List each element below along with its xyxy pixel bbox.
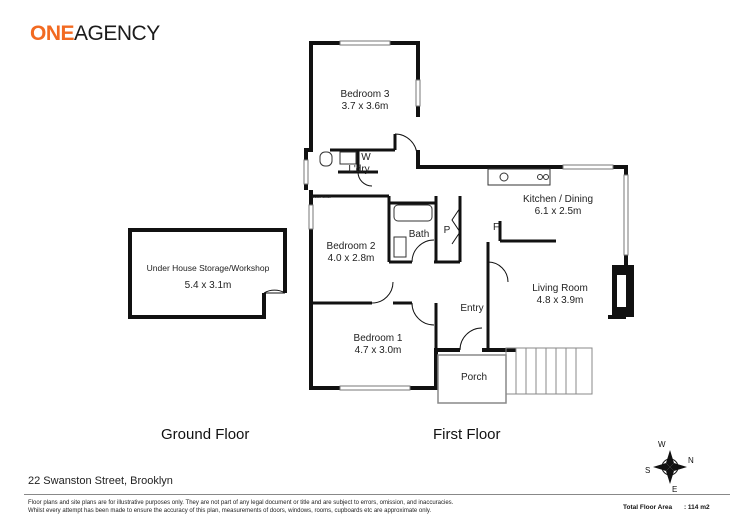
bedroom2-label: Bedroom 2 4.0 x 2.8m [316,241,386,265]
ground-floor-label: Ground Floor [161,426,250,443]
logo-one: ONE [30,22,75,45]
bedroom2-dims: 4.0 x 2.8m [327,253,375,264]
door-swings [357,133,509,351]
interior-walls [311,134,556,352]
storage-name: Under House Storage/Workshop [146,263,270,273]
kitchen-name: Kitchen / Dining [522,194,594,205]
disclaimer-line1: Floor plans and site plans are for illus… [28,500,454,506]
living-room-name: Living Room [532,283,588,294]
stairs [505,347,593,395]
disclaimer: Floor plans and site plans are for illus… [28,500,528,515]
agency-logo: ONEAGENCY [30,22,160,46]
fixtures [319,151,551,258]
compass-w: W [658,440,666,449]
property-address: 22 Swanston Street, Brooklyn [28,475,173,487]
storage-dims: 5.4 x 3.1m [184,280,232,291]
laundry-label: L'dry [348,164,370,175]
storage-door-icon [263,289,286,294]
bedroom2-name: Bedroom 2 [326,241,376,252]
compass-e: E [672,485,678,494]
living-room-label: Living Room 4.8 x 3.9m [520,283,600,307]
bedroom3-dims: 3.7 x 3.6m [341,101,389,112]
footer-divider [24,494,730,495]
storage-walls [128,228,287,319]
fireplace-hearth [617,275,626,307]
bedroom3-name: Bedroom 3 [340,89,390,100]
living-room-dims: 4.8 x 3.9m [536,295,584,306]
disclaimer-line2: Whilst every attempt has been made to en… [28,507,432,514]
porch-label: Porch [460,372,488,383]
tfa-label: Total Floor Area [623,504,673,511]
windows [303,40,629,391]
bedroom1-label: Bedroom 1 4.7 x 3.0m [342,333,414,357]
entry-label: Entry [460,303,484,314]
book-shelf-label: Book Shelf [312,194,332,199]
kitchen-dims: 6.1 x 2.5m [534,206,582,217]
bedroom3-label: Bedroom 3 3.7 x 3.6m [330,89,400,113]
bath-label: Bath [408,229,430,240]
total-floor-area: Total Floor Area : 114 m2 [623,504,710,511]
compass-s: S [645,466,651,475]
fridge-label: F [492,222,500,233]
logo-agency: AGENCY [74,22,160,45]
wc-label: W [361,152,371,163]
pantry-label: P [443,225,451,236]
bedroom1-dims: 4.7 x 3.0m [354,345,402,356]
kitchen-label: Kitchen / Dining 6.1 x 2.5m [510,194,606,218]
compass-n: N [688,456,694,465]
first-floor-label: First Floor [433,426,501,443]
tfa-value: : 114 m2 [683,504,710,511]
bedroom1-name: Bedroom 1 [353,333,403,344]
storage-label: Under House Storage/Workshop 5.4 x 3.1m [135,262,281,292]
compass-icon [653,450,687,484]
